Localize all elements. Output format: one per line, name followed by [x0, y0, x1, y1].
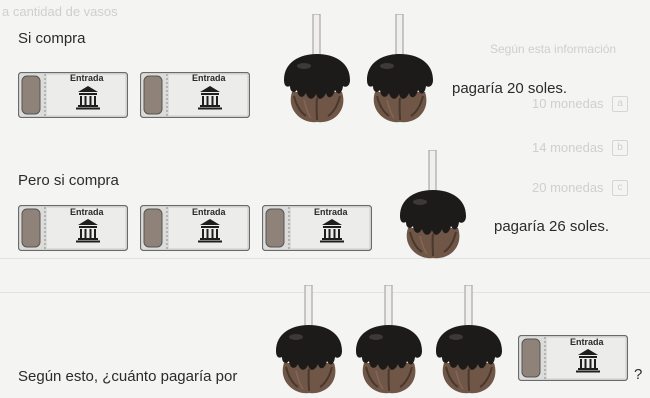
- line2-label: Pero si compra: [18, 172, 119, 189]
- question-mark: ?: [634, 366, 643, 383]
- ghost-option-a-letter: a: [612, 96, 628, 112]
- ghost-option-c-letter: c: [612, 180, 628, 196]
- faint-divider: [0, 292, 650, 293]
- candy-apple-image: [354, 285, 424, 397]
- question-text: Según esto, ¿cuánto pagaría por: [18, 368, 238, 385]
- ticket-label: Entrada: [192, 207, 226, 217]
- ghost-option-b-text: 14 monedas: [532, 140, 604, 155]
- ticket-label: Entrada: [70, 73, 104, 83]
- ghost-option-b-letter: b: [612, 140, 628, 156]
- candy-apple-image: [434, 285, 504, 397]
- ticket-label: Entrada: [314, 207, 348, 217]
- ghost-option-a-text: 10 monedas: [532, 96, 604, 111]
- candy-apple-image: [282, 14, 352, 126]
- line2-result: pagaría 26 soles.: [494, 218, 610, 235]
- ticket-label: Entrada: [70, 207, 104, 217]
- ticket-label: Entrada: [570, 337, 604, 347]
- candy-apple-image: [365, 14, 435, 126]
- ghost-top-line: a cantidad de vasos: [2, 4, 118, 19]
- ghost-option-c-text: 20 monedas: [532, 180, 604, 195]
- line1-label: Si compra: [18, 30, 86, 47]
- line1-result: pagaría 20 soles.: [452, 80, 568, 97]
- ticket-label: Entrada: [192, 73, 226, 83]
- faint-divider: [0, 258, 650, 259]
- candy-apple-image: [274, 285, 344, 397]
- candy-apple-image: [398, 150, 468, 262]
- ghost-side-line: Según esta información: [490, 42, 617, 56]
